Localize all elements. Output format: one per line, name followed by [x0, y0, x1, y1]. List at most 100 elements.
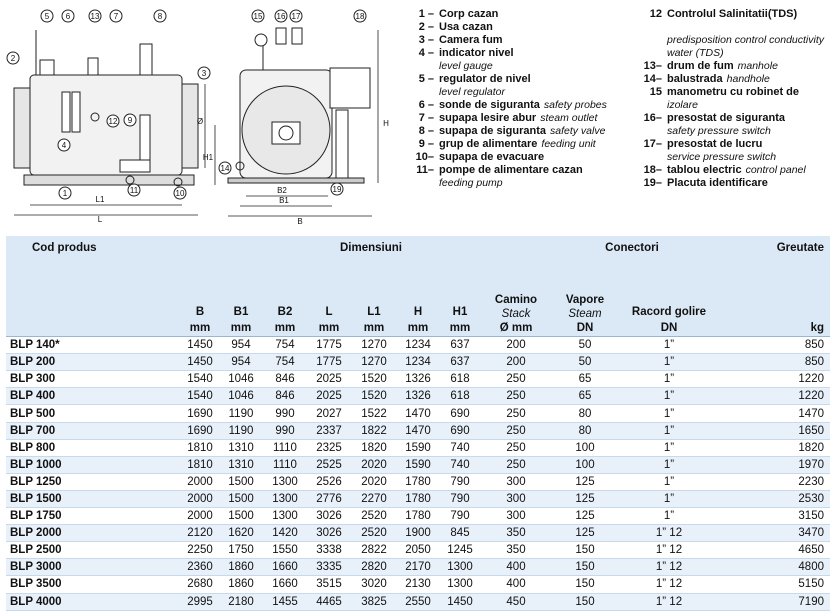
table-cell: 400: [481, 575, 551, 594]
table-cell: 1” 12: [619, 541, 719, 560]
boiler-base: [23, 174, 195, 186]
table-cell: 1110: [263, 439, 307, 457]
legend-translation-line: safety pressure switch: [667, 125, 771, 137]
table-cell: 2120: [181, 524, 219, 543]
table-cell: 954: [219, 353, 263, 372]
table-cell: 618: [439, 370, 481, 389]
legend-number: 16–: [643, 112, 662, 124]
legend-number: 1 –: [418, 8, 434, 20]
legend-number: 8 –: [418, 125, 434, 137]
safety-probes: [39, 59, 55, 76]
table-cell: 3335: [307, 558, 351, 577]
legend-label: Placuta identificare: [667, 177, 768, 189]
legend-translation-line: [640, 21, 833, 34]
column-header-label: H: [413, 306, 423, 318]
table-cell: 2530: [719, 490, 830, 509]
handhole: [235, 161, 245, 171]
table-cell: 50: [551, 336, 619, 355]
table-cell: 2050: [397, 541, 439, 560]
legend-label: pompe de alimentare cazan: [439, 164, 583, 176]
legend-label: grup de alimentare: [439, 138, 538, 150]
boiler-drawing-svg: 5 6 13 7 8 2 3 12 9 4 1 10 11 L1 L Ø H1: [6, 9, 389, 226]
callout-15: 15: [254, 12, 263, 21]
table-cell: 2027: [307, 404, 351, 423]
table-cell: 300: [481, 473, 551, 491]
legend-label: tablou electric: [667, 164, 742, 176]
label-l: L: [98, 215, 103, 224]
legend-translation-line: water (TDS): [667, 47, 724, 59]
legend-translation: [514, 47, 518, 60]
table-cell: 2360: [181, 558, 219, 577]
front-view-callouts: 15 16 17 18 14 19 B2 B1 B H: [218, 9, 389, 226]
legend-translation-line: izolare: [667, 99, 698, 111]
table-cell: 790: [439, 507, 481, 526]
table-cell: 1970: [719, 456, 830, 474]
table-cell: 637: [439, 336, 481, 355]
safety-valve: [139, 43, 153, 76]
table-cell: 1780: [397, 507, 439, 526]
label-h1: H1: [203, 153, 214, 162]
table-cell: 1310: [219, 456, 263, 474]
table-cell: 450: [481, 593, 551, 611]
table-cell: 990: [263, 404, 307, 423]
table-cell: 80: [551, 404, 619, 423]
table-cell: 1780: [397, 473, 439, 491]
legend-number: 7 –: [418, 112, 434, 124]
table-cell: 637: [439, 353, 481, 372]
table-cell: 350: [481, 541, 551, 560]
column-unit: Ø mm: [481, 320, 551, 338]
table-cell: 1780: [397, 490, 439, 509]
table-cell: 1300: [439, 575, 481, 594]
table-cell: 1500: [219, 473, 263, 491]
dimensions-table-container: Cod produs Dimensiuni Conectori Greutate…: [6, 236, 830, 611]
legend-translation: [785, 112, 789, 125]
legend-translation-line: level regulator: [439, 86, 505, 98]
steam-outlet: [87, 57, 99, 76]
table-cell: 2000: [181, 490, 219, 509]
table-cell: 1470: [397, 404, 439, 423]
callout-5: 5: [45, 12, 50, 21]
control-panel: [329, 67, 371, 109]
table-cell: 65: [551, 370, 619, 389]
table-cell: 1522: [351, 404, 397, 423]
column-unit: mm: [181, 320, 219, 338]
table-cell: 1300: [263, 507, 307, 526]
table-cell: 250: [481, 456, 551, 474]
table-cell: 1650: [719, 422, 830, 440]
table-cell: 2995: [181, 593, 219, 611]
column-unit: mm: [263, 320, 307, 338]
callout-17: 17: [292, 12, 301, 21]
legend-number: 2 –: [418, 21, 434, 33]
table-cell: 845: [439, 524, 481, 543]
callout-4: 4: [62, 141, 67, 150]
manometer: [254, 33, 268, 47]
header-connectors: Conectori: [481, 236, 719, 264]
table-cell: 250: [481, 422, 551, 440]
legend-label: regulator de nivel: [439, 73, 531, 85]
table-cell: 1450: [439, 593, 481, 611]
column-unit: DN: [551, 320, 619, 338]
table-cell: 2325: [307, 439, 351, 457]
level-gauge: [61, 91, 71, 133]
table-cell: 250: [481, 404, 551, 423]
table-cell: 754: [263, 336, 307, 355]
discharge-valve: [173, 177, 183, 187]
table-cell: 1”: [619, 370, 719, 389]
column-header-label: B: [195, 306, 205, 318]
legend-label: drum de fum: [667, 60, 734, 72]
legend-item: 19–Placuta identificare: [640, 177, 833, 190]
table-cell: 1234: [397, 336, 439, 355]
table-cell: 2170: [397, 558, 439, 577]
callout-10: 10: [176, 189, 185, 198]
legend-translation-line: predisposition control conductivity: [667, 34, 824, 46]
